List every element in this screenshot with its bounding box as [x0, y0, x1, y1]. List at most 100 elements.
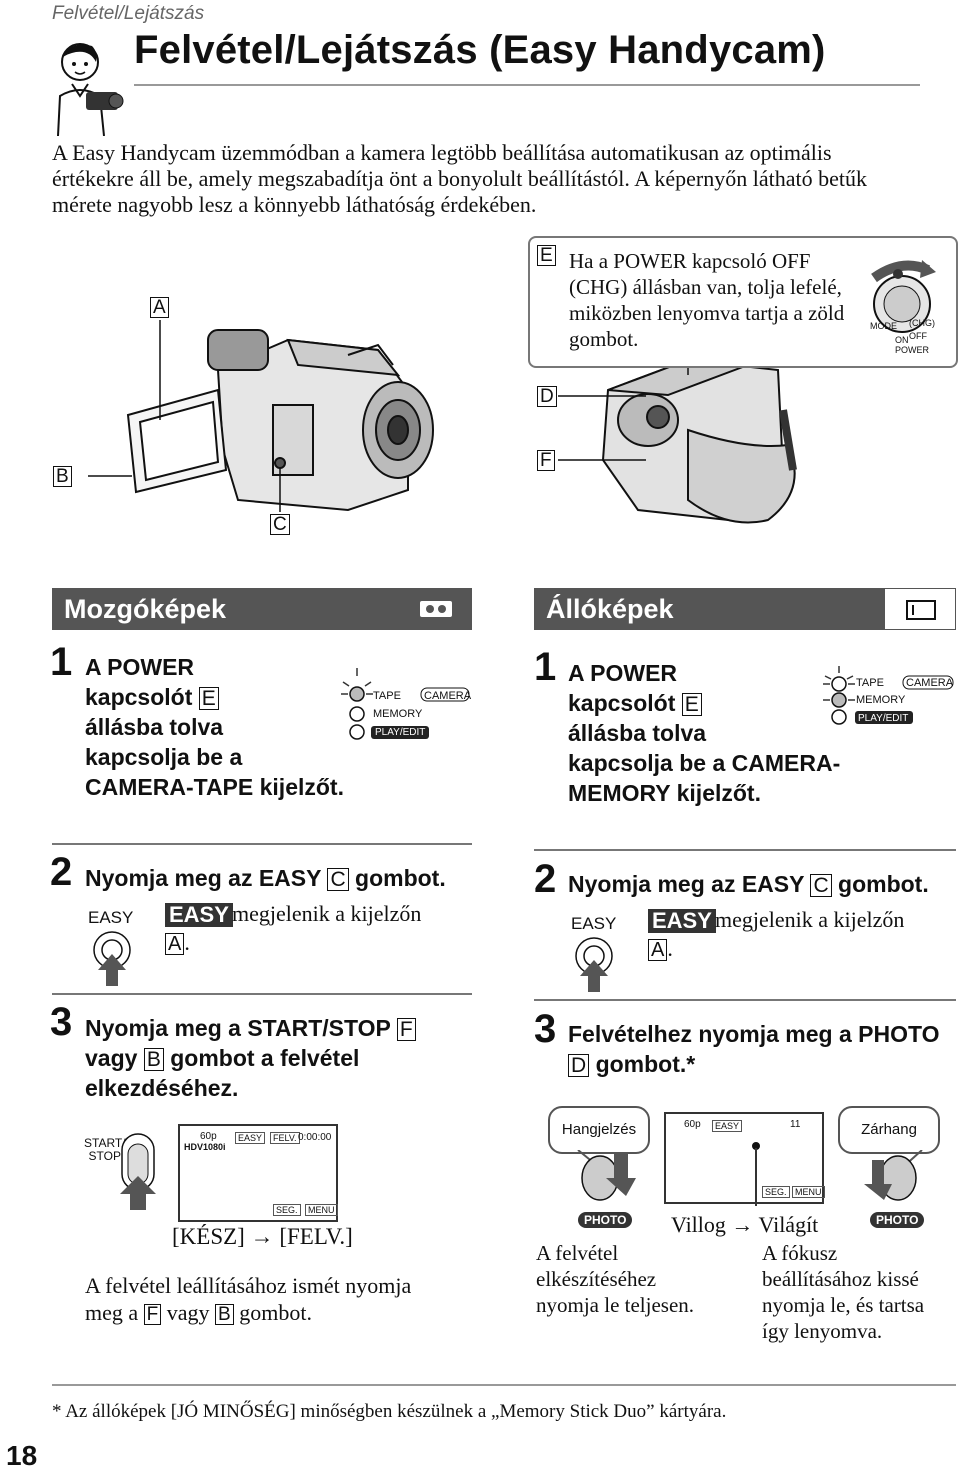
half-press-text: A fókusz beállításához kissé nyomja le, … [762, 1240, 960, 1344]
flash-status-line: Villog → Világít [671, 1212, 818, 1238]
left-step2-letter: C [327, 868, 349, 891]
lcd-time: 0:00:00 [298, 1132, 332, 1143]
left-step3-letter2: B [143, 1048, 164, 1071]
photo-badge-right: PHOTO [870, 1212, 925, 1228]
left-stop-line2-c: gombot. [239, 1300, 312, 1325]
right-step1-line2: kapcsolót E [568, 688, 840, 718]
left-step2-number: 2 [50, 850, 73, 894]
right-rule-1 [534, 849, 956, 851]
lcd-menu[interactable]: MENU [305, 1204, 338, 1216]
photo-badge-left: PHOTO [578, 1212, 633, 1228]
full-press-text: A felvétel elkészítéséhez nyomja le telj… [536, 1240, 756, 1318]
left-rule-2 [52, 993, 472, 995]
memory-card-icon [884, 588, 956, 630]
right-step1-line1: A POWER [568, 660, 678, 686]
movies-heading: Mozgóképek [52, 588, 472, 630]
right-step2-line-end: gombot. [838, 871, 929, 897]
right-step3-number: 3 [534, 1007, 557, 1051]
title-rule [134, 84, 920, 86]
half-press-line3: nyomja le, és tartsa [762, 1293, 925, 1317]
left-step1-text: A POWER kapcsolót E állásba tolva kapcso… [85, 652, 344, 802]
right-lamp-tape: TAPE [856, 677, 884, 689]
movies-heading-text: Mozgóképek [64, 594, 227, 624]
photo-button-half[interactable] [862, 1149, 932, 1210]
stills-heading: Állóképek [534, 588, 956, 630]
left-step2-desc-line2: A. [165, 930, 190, 956]
lcd-seg[interactable]: SEG. [273, 1204, 301, 1216]
camcorder-diagram [48, 230, 960, 550]
left-status-line: [KÉSZ] → [FELV.] [172, 1224, 353, 1250]
status-arrow: → [250, 1224, 274, 1249]
footnote: * Az állóképek [JÓ MINŐSÉG] minőségben k… [52, 1401, 727, 1422]
left-step3-text: Nyomja meg a START/STOP F vagy B gombot … [85, 1013, 416, 1103]
left-lamp-tape: TAPE [373, 690, 401, 702]
right-easy-button[interactable] [568, 936, 622, 992]
full-press-line3: nyomja le teljesen. [536, 1293, 695, 1317]
half-press-line2: beállításához kissé [762, 1267, 919, 1291]
left-step3-number: 3 [50, 1000, 73, 1044]
right-step1-text: A POWER kapcsolót E állásba tolva kapcso… [568, 658, 840, 808]
stills-heading-text: Állóképek [546, 594, 674, 624]
lcd-easy: EASY [235, 1132, 266, 1144]
left-stop-line2: meg a F vagy B gombot. [85, 1299, 480, 1326]
left-step2-line-end: gombot. [355, 865, 446, 891]
photo-button-full[interactable] [570, 1149, 640, 1210]
flash-to: Világít [758, 1212, 819, 1237]
label-E: E [537, 245, 556, 266]
tape-icon [400, 588, 472, 630]
right-step2-period: . [667, 936, 673, 961]
label-D: D [537, 386, 557, 407]
left-stop-letter1: F [143, 1304, 162, 1325]
right-lamp-play: PLAY/EDIT [858, 713, 909, 724]
rlcd-easy: EASY [712, 1120, 743, 1132]
left-lamp-camera: CAMERA [424, 690, 472, 702]
left-step2-desc: megjelenik a kijelzőn [232, 901, 422, 926]
left-step1-line1: A POWER [85, 654, 195, 680]
right-easy-label: EASY [571, 914, 617, 933]
status-to: [FELV.] [279, 1224, 353, 1249]
flash-from: Villog [671, 1212, 726, 1237]
page-number: 18 [6, 1440, 38, 1471]
rlcd-seg[interactable]: SEG. [762, 1186, 790, 1198]
startstop-label: START/ STOP [84, 1137, 126, 1163]
beep-callout: Hangjelzés [548, 1106, 650, 1154]
right-rule-2 [534, 999, 956, 1001]
left-step2-period: . [184, 930, 190, 955]
right-step2-desc: megjelenik a kijelzőn [715, 907, 905, 932]
left-step1-line5: CAMERA-TAPE kijelzőt. [85, 774, 344, 800]
right-step2-number: 2 [534, 857, 557, 901]
left-step3-line1: Nyomja meg a START/STOP [85, 1015, 391, 1041]
left-lcd-screen: 60p HDV1080i EASY FELV. 0:00:00 SEG. MEN… [178, 1124, 338, 1222]
startstop-label-1: START/ [84, 1136, 126, 1150]
label-B: B [53, 466, 72, 487]
shutter-callout: Zárhang [838, 1106, 940, 1154]
startstop-button[interactable] [112, 1130, 164, 1210]
status-from: [KÉSZ] [172, 1224, 245, 1249]
half-press-line4: így lenyomva. [762, 1319, 883, 1343]
left-step1-number: 1 [50, 640, 73, 684]
left-easy-button[interactable] [86, 930, 140, 986]
label-C: C [270, 514, 290, 535]
left-step2-line: Nyomja meg az EASY [85, 865, 322, 891]
focus-pointer-line [755, 1148, 757, 1206]
left-lamp-play: PLAY/EDIT [375, 727, 426, 738]
right-step1-letter: E [681, 693, 702, 716]
right-lcd-screen: 60p EASY 11 SEG. MENU [664, 1112, 825, 1204]
rlcd-count: 11 [790, 1119, 801, 1130]
right-step3-text: Felvételhez nyomja meg a PHOTO D gombot.… [568, 1019, 940, 1079]
right-step1-number: 1 [534, 645, 557, 689]
page-title: Felvétel/Lejátszás (Easy Handycam) [134, 28, 826, 72]
right-step1-line4: kapcsolja be a CAMERA- [568, 750, 841, 776]
right-lamp-camera: CAMERA [906, 677, 954, 689]
left-step1-line2: kapcsolót E [85, 682, 344, 712]
lcd-format: HDV1080i [184, 1142, 226, 1152]
intro-paragraph: A Easy Handycam üzemmódban a kamera legt… [52, 140, 867, 217]
shutter-callout-text: Zárhang [861, 1121, 917, 1138]
beep-callout-text: Hangjelzés [561, 1121, 637, 1138]
right-step2-desc-line2: A. [648, 936, 673, 962]
left-stop-line2-b: vagy [166, 1300, 210, 1325]
right-easy-badge: EASY [648, 909, 716, 933]
dial-on: ON [895, 335, 909, 345]
dial-mode: MODE [870, 321, 897, 331]
rlcd-menu[interactable]: MENU [792, 1186, 825, 1198]
